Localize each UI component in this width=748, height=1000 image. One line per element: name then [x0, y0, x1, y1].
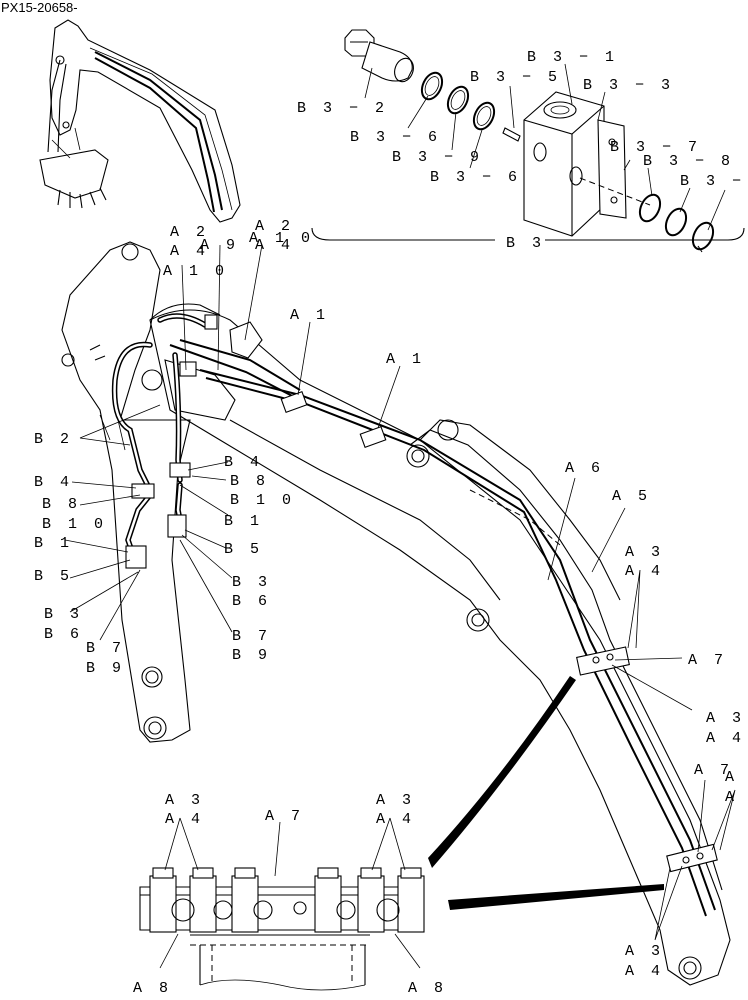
- label-a10-left: A 1 0: [163, 263, 228, 280]
- valve-block-assembly: [311, 29, 745, 253]
- label-b7-right: B 7: [232, 628, 271, 645]
- label-b9-left: B 9: [86, 660, 125, 677]
- label-b1-left: B 1: [34, 535, 73, 552]
- label-b4-left: B 4: [34, 474, 73, 491]
- boom-body: [61, 241, 731, 986]
- label-a10-right: A 1 0: [249, 230, 314, 247]
- label-b5-left: B 5: [34, 568, 73, 585]
- label-detail-a3-left: A 3: [165, 792, 204, 809]
- label-b7-left: B 7: [86, 640, 125, 657]
- label-a4-left: A 4: [170, 243, 209, 260]
- label-b8-right: B 8: [230, 473, 269, 490]
- label-b3-left: B 3: [44, 606, 83, 623]
- label-a6: A 6: [565, 460, 604, 477]
- detail-pointer: [428, 676, 664, 910]
- label-b10-left: B 1 0: [42, 516, 107, 533]
- label-b3-4: B 3 − 4: [680, 173, 748, 190]
- label-a7-upper: A 7: [688, 652, 727, 669]
- label-a4-right: A 4: [255, 237, 294, 254]
- label-a1-lower: A 1: [386, 351, 425, 368]
- label-b9-right: B 9: [232, 647, 271, 664]
- label-b3: B 3: [506, 235, 545, 252]
- hydraulic-lines: [111, 313, 718, 917]
- label-detail-a4-left: A 4: [165, 811, 204, 828]
- label-b3-1: B 3 − 1: [527, 49, 618, 66]
- label-a9: A 9: [200, 237, 239, 254]
- label-a5: A 5: [612, 488, 651, 505]
- label-a4-bottom: A 4: [625, 963, 664, 980]
- label-b3-6a: B 3 − 6: [350, 129, 441, 146]
- label-b4-right: B 4: [224, 454, 263, 471]
- label-a4-upper: A 4: [625, 563, 664, 580]
- callout-labels: B 3 − 1 B 3 − 5 B 3 − 3 B 3 − 2 B 3 − 6 …: [34, 49, 748, 997]
- label-detail-a8-left: A 8: [133, 980, 172, 997]
- label-b10-right: B 1 0: [230, 492, 295, 509]
- label-b2: B 2: [34, 431, 73, 448]
- label-a3-edge: A 3: [725, 769, 748, 786]
- label-a3-upper: A 3: [625, 544, 664, 561]
- machine-overview-thumbnail: [39, 19, 241, 223]
- label-a3-mid: A 3: [706, 710, 745, 727]
- label-b6-left: B 6: [44, 626, 83, 643]
- clamp-detail-view: [139, 817, 425, 991]
- label-b3-right: B 3: [232, 574, 271, 591]
- label-b3-9: B 3 − 9: [392, 149, 483, 166]
- label-b1-right: B 1: [224, 513, 263, 530]
- label-a4-edge: A 4: [725, 789, 748, 806]
- label-b6-right: B 6: [232, 593, 271, 610]
- label-detail-a3-right: A 3: [376, 792, 415, 809]
- label-b8-left: B 8: [42, 496, 81, 513]
- label-b5-right: B 5: [224, 541, 263, 558]
- label-a4-mid: A 4: [706, 730, 745, 747]
- label-b3-8: B 3 − 8: [643, 153, 734, 170]
- label-detail-a7: A 7: [265, 808, 304, 825]
- leader-lines: [64, 244, 736, 941]
- label-detail-a4-right: A 4: [376, 811, 415, 828]
- label-detail-a8-right: A 8: [408, 980, 447, 997]
- label-a2-right: A 2: [255, 218, 294, 235]
- label-b3-2: B 3 − 2: [297, 100, 388, 117]
- label-b3-5: B 3 − 5: [470, 69, 561, 86]
- label-b3-6b: B 3 − 6: [430, 169, 521, 186]
- label-a1-upper: A 1: [290, 307, 329, 324]
- label-a2-left: A 2: [170, 224, 209, 241]
- document-id: PX15-20658-: [1, 0, 78, 15]
- label-a7-lower: A 7: [694, 762, 733, 779]
- label-a3-bottom: A 3: [625, 943, 664, 960]
- label-b3-7: B 3 − 7: [610, 139, 701, 156]
- label-b3-3: B 3 − 3: [583, 77, 674, 94]
